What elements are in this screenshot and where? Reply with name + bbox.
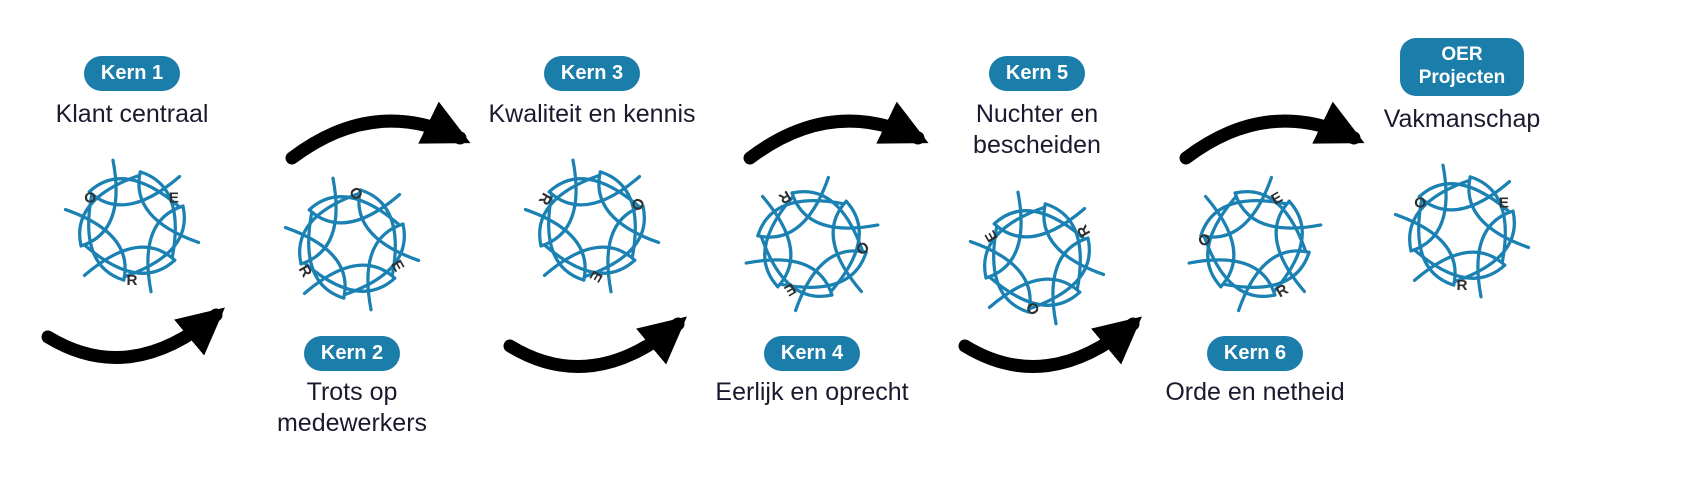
flow-arrow-icon (1179, 101, 1365, 165)
value-item-kern-1: Kern 1 Klant centraal (22, 0, 242, 492)
kern-4-label: Eerlijk en oprecht (715, 378, 909, 406)
oer-logo (1386, 155, 1538, 307)
oer-logo (276, 168, 428, 320)
oer-projecten-label: Vakmanschap (1383, 104, 1541, 133)
oer-logo (961, 182, 1113, 334)
value-item-kern-4: Kern 4 Eerlijk en oprecht (702, 0, 922, 492)
kern-3-label: Kwaliteit en kennis (488, 100, 696, 128)
value-item-kern-2: Kern 2 Trots op medewerkers (242, 0, 462, 492)
value-item-kern-3: Kern 3 Kwaliteit en kennis (482, 0, 702, 492)
kern-1-label: Klant centraal (55, 100, 209, 128)
kern-3-badge: Kern 3 (543, 56, 641, 91)
oer-projecten-badge: OER Projecten (1400, 38, 1524, 96)
flow-arrow-icon (743, 101, 929, 165)
oer-logo (56, 150, 208, 302)
kern-6-badge: Kern 6 (1206, 336, 1304, 371)
kern-2-label: Trots op medewerkers (276, 378, 428, 438)
kern-1-badge: Kern 1 (83, 56, 181, 91)
flow-arrow-icon (958, 316, 1142, 373)
value-item-kern-6: Kern 6 Orde en netheid (1145, 0, 1365, 492)
flow-arrow-icon (503, 316, 687, 373)
kern-5-label: Nuchter en bescheiden (973, 100, 1101, 160)
kern-6-label: Orde en netheid (1165, 378, 1345, 406)
flow-arrow-icon (41, 307, 225, 364)
value-item-oer-projecten: OER Projecten Vakmanschap (1352, 0, 1572, 492)
kern-5-badge: Kern 5 (988, 56, 1086, 91)
oer-logo (516, 150, 668, 302)
oer-logo (736, 168, 888, 320)
flow-arrow-icon (285, 101, 471, 165)
value-item-kern-5: Kern 5 Nuchter en bescheiden (927, 0, 1147, 492)
kern-4-badge: Kern 4 (763, 336, 861, 371)
kern-2-badge: Kern 2 (303, 336, 401, 371)
oer-logo (1179, 168, 1331, 320)
